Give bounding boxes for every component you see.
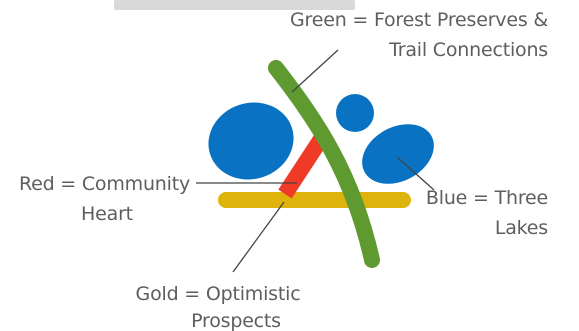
red-label-line1: Red = Community	[19, 173, 190, 195]
green-stroke	[268, 60, 380, 268]
blue-lake-right	[362, 124, 434, 184]
green-label-line2: Trail Connections	[388, 39, 548, 61]
blue-lake-small	[336, 94, 374, 132]
gold-leader-line	[232, 201, 285, 273]
blue-leader-line	[396, 156, 435, 191]
gold-label-line2: Prospects	[191, 310, 281, 331]
top-bar	[114, 0, 355, 10]
labels: Green = Forest Preserves & Trail Connect…	[19, 9, 549, 331]
gold-label-line1: Gold = Optimistic	[136, 283, 301, 305]
green-leader-line	[291, 49, 339, 93]
blue-label-line1: Blue = Three	[426, 187, 548, 209]
blue-lake-large	[208, 102, 294, 180]
red-stroke	[278, 134, 328, 199]
red-label-line2: Heart	[81, 203, 133, 225]
leader-lines	[196, 49, 435, 273]
logo-mark	[208, 60, 434, 268]
blue-label-line2: Lakes	[495, 217, 548, 239]
green-label-line1: Green = Forest Preserves &	[290, 9, 548, 31]
